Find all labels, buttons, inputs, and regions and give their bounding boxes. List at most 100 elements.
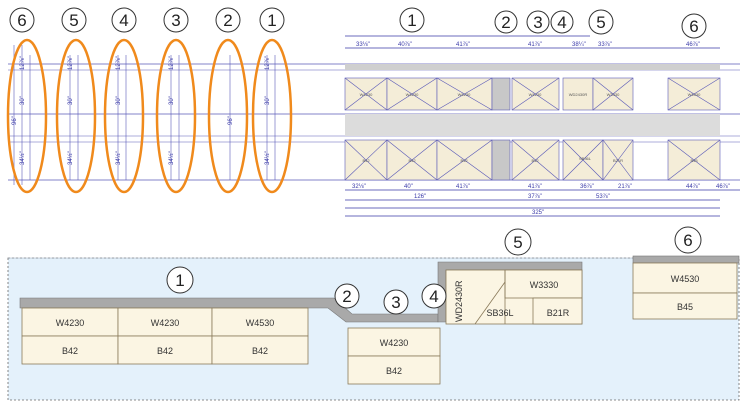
highlight-ellipse (251, 38, 293, 194)
cabinet-label: SB36L (579, 156, 592, 161)
cabinet-label: W4530 (688, 92, 701, 97)
countertop (632, 255, 740, 264)
callout-label: 5 (596, 13, 605, 32)
dim-label: 33⅞" (598, 42, 612, 48)
base-cabinet (347, 355, 441, 385)
dim-label: 325" (532, 210, 544, 216)
svg-text:96": 96" (12, 116, 18, 125)
cabinet-label: WD2430R (454, 280, 464, 322)
callouts-bottom: 1 2 3 4 5 6 (166, 226, 702, 315)
highlight-ellipse (6, 38, 48, 194)
dim-label: 33⅛" (356, 42, 370, 48)
cabinet-label: B42 (408, 158, 416, 163)
cabinet-label: B21R (613, 158, 623, 163)
svg-text:30": 30" (68, 96, 74, 105)
cabinet-label: B42 (460, 158, 468, 163)
dim-label: 46⅞" (686, 42, 700, 48)
dim-label: 37⅞" (528, 194, 542, 200)
callouts-top-left: 6 5 4 3 2 1 (9, 7, 285, 33)
cabinet-label: B42 (252, 346, 268, 356)
svg-text:12⅞": 12⅞" (265, 56, 271, 70)
cabinet-label: B45 (690, 158, 698, 163)
cabinet-label: B45 (677, 302, 693, 312)
callout-label: 6 (683, 231, 692, 250)
cabinet-label: B42 (531, 158, 539, 163)
upper-cabinet (347, 327, 441, 357)
callout-label: 1 (407, 11, 416, 30)
cabinet-label: W4230 (529, 92, 542, 97)
callout-label: 2 (501, 13, 510, 32)
cabinet-label: W4530 (671, 274, 700, 284)
callout-label: 4 (429, 287, 438, 306)
callout-label: 6 (17, 11, 26, 30)
upper-cabinet (504, 269, 583, 299)
upper-cabinet (632, 262, 738, 294)
base-cabinet (21, 335, 119, 365)
highlight-ellipse (155, 38, 197, 194)
svg-text:34½": 34½" (67, 151, 74, 165)
dim-label: 21⅞" (618, 184, 632, 190)
svg-text:30": 30" (116, 96, 122, 105)
dim-label: 36⅞" (580, 184, 594, 190)
svg-text:96": 96" (228, 116, 234, 125)
callout-label: 1 (175, 271, 184, 290)
upper-cabinet (117, 307, 213, 337)
dim-label: 41⅞" (456, 42, 470, 48)
cabinet-label: B42 (386, 366, 402, 376)
cabinet-label: B21R (547, 308, 570, 318)
dim-label: 40" (404, 184, 413, 190)
dim-label: 38¼" (572, 42, 586, 48)
svg-text:30": 30" (265, 96, 271, 105)
svg-text:34½": 34½" (115, 151, 122, 165)
svg-text:30": 30" (169, 96, 175, 105)
callout-label: 6 (689, 17, 698, 36)
callout-label: 5 (69, 11, 78, 30)
base-cabinet (211, 335, 309, 365)
cabinet-label: B42 (362, 158, 370, 163)
cabinet-label: W3330 (607, 92, 620, 97)
cabinet-label: W4230 (151, 318, 180, 328)
cabinet-label: W4230 (360, 92, 373, 97)
cabinet-label: B42 (62, 346, 78, 356)
dim-label: 41⅞" (528, 42, 542, 48)
svg-text:12⅞": 12⅞" (68, 56, 74, 70)
upper-cabinet (211, 307, 309, 337)
dim-label: 46⅞" (716, 184, 730, 190)
cabinet-label: SB36L (486, 308, 513, 318)
cabinet-label: B42 (157, 346, 173, 356)
cabinet-label: W3330 (530, 280, 559, 290)
callout-label: 4 (119, 11, 128, 30)
dim-label: 126" (414, 194, 426, 200)
dim-label: 41⅞" (456, 184, 470, 190)
highlight-ellipse (55, 38, 97, 194)
callout-label: 4 (557, 13, 566, 32)
callout-label: 5 (513, 233, 522, 252)
upper-cabinet (21, 307, 119, 337)
callout-label: 2 (342, 287, 351, 306)
dim-label: 40⅞" (398, 42, 412, 48)
cabinet-label: W4230 (458, 92, 471, 97)
highlight-ellipse (207, 38, 249, 194)
dim-label: 44⅞" (686, 184, 700, 190)
cabinet-label: WD2430R (569, 92, 588, 97)
callout-label: 1 (267, 11, 276, 30)
callout-label: 3 (391, 293, 400, 312)
cabinet-label: W4230 (380, 338, 409, 348)
callouts-top-right: 1 2 3 4 5 6 (399, 7, 707, 39)
svg-text:30": 30" (20, 96, 26, 105)
plan-view: W4230 W4230 W4530 B42 B42 B42 W4230 B42 … (7, 226, 740, 401)
svg-text:12⅞": 12⅞" (169, 56, 175, 70)
cabinet-label: W4230 (56, 318, 85, 328)
elevation-view: 12⅞" 30" 96" 34½" 12⅞" 30" 34½" 12⅞" 30"… (6, 7, 740, 217)
callout-label: 2 (223, 11, 232, 30)
dim-label: 32⅛" (352, 184, 366, 190)
cabinet-label: W4230 (406, 92, 419, 97)
svg-text:34½": 34½" (168, 151, 175, 165)
cabinet-label: W4530 (246, 318, 275, 328)
svg-text:12⅞": 12⅞" (20, 56, 26, 70)
svg-text:34½": 34½" (19, 151, 26, 165)
dim-label: 41⅞" (528, 184, 542, 190)
callout-label: 3 (533, 13, 542, 32)
base-cabinet (632, 292, 738, 320)
